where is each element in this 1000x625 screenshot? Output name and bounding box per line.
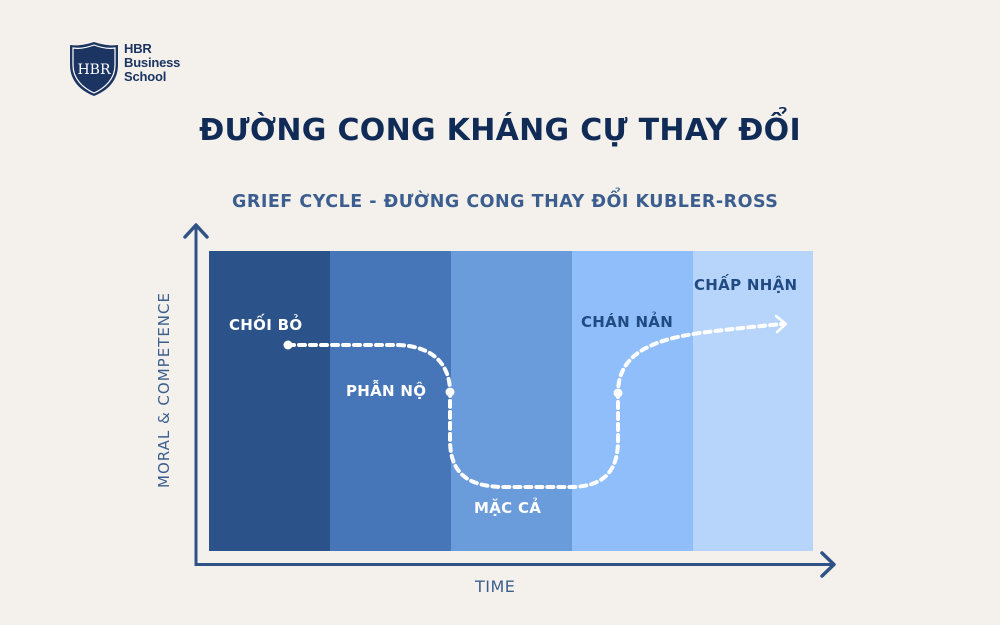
page-title: ĐƯỜNG CONG KHÁNG CỰ THAY ĐỔI — [199, 113, 801, 148]
stage-column-acceptance — [693, 251, 813, 551]
stage-label-anger: PHẪN NỘ — [346, 382, 427, 400]
grief-curve — [286, 322, 785, 489]
x-axis-arrow-icon — [820, 551, 836, 578]
shield-logo-icon: HBR — [70, 42, 118, 96]
x-axis-label: TIME — [475, 577, 516, 596]
curve-arrow-icon — [774, 314, 788, 334]
y-axis-arrow-icon — [183, 223, 209, 239]
x-axis — [195, 551, 836, 578]
stage-label-bargaining: MẶC CẢ — [474, 499, 542, 517]
curve-anger-dot — [445, 387, 455, 397]
curve-depression-dot — [613, 388, 623, 398]
stage-column-depression — [572, 251, 693, 551]
hbr-logo: HBR HBR Business School — [69, 41, 180, 97]
svg-text:HBR: HBR — [77, 62, 110, 78]
stage-column-denial — [209, 251, 330, 551]
y-axis-label: MORAL & COMPETENCE — [155, 292, 173, 488]
curve-start-dot — [283, 340, 293, 350]
y-axis — [183, 223, 209, 566]
stage-label-denial: CHỐI BỎ — [229, 316, 303, 334]
stage-column-anger — [330, 251, 451, 551]
stage-label-acceptance: CHẤP NHẬN — [694, 276, 798, 294]
brand-name: HBR Business School — [124, 41, 181, 84]
stage-column-bargaining — [451, 251, 572, 551]
chart-subtitle: GRIEF CYCLE - ĐƯỜNG CONG THAY ĐỔI KUBLER… — [232, 192, 779, 212]
stage-label-depression: CHÁN NẢN — [581, 313, 674, 331]
